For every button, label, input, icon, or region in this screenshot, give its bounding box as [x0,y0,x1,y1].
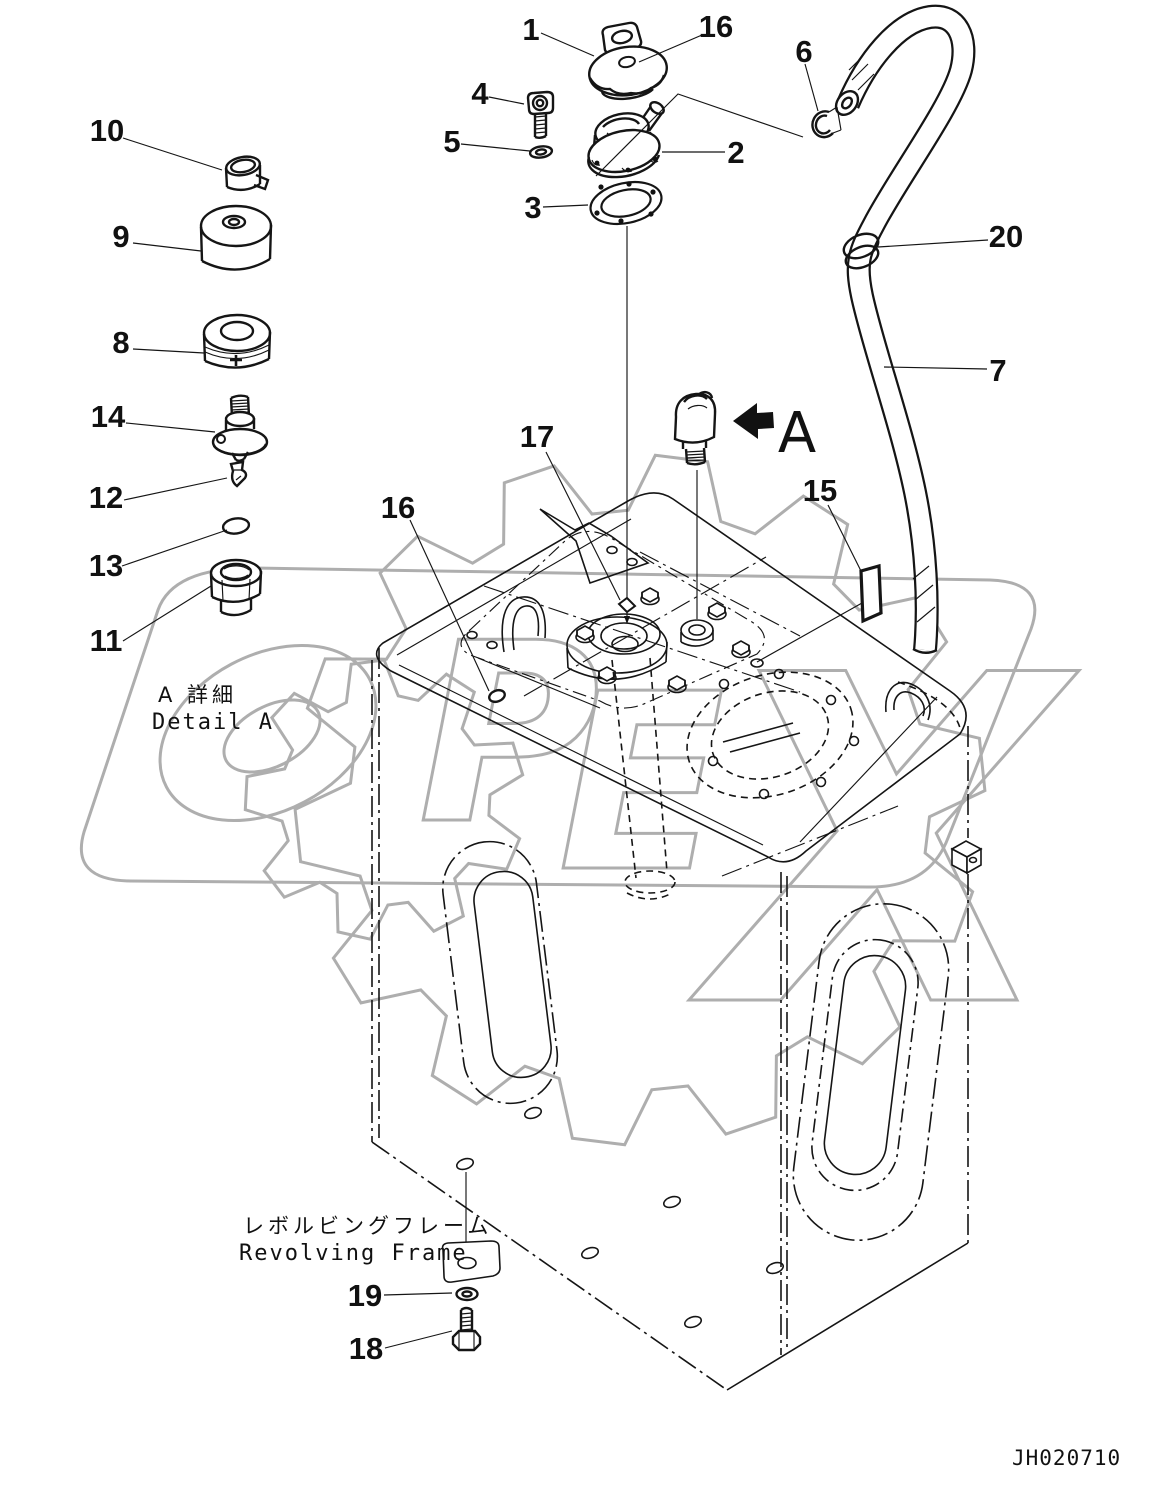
part-washer [528,145,554,159]
plate-bolts [575,587,764,694]
part-gasket [589,180,663,226]
part-frame-washer [455,1286,479,1302]
part-filler-neck [587,100,665,179]
callout-11: 11 [90,623,123,658]
side-fitting [950,840,983,875]
callout-7: 7 [989,353,1006,388]
callout-15: 15 [803,473,837,508]
callout-9: 9 [112,219,129,254]
filler-neck-boss [566,613,668,680]
part-cap-small [224,155,270,192]
drawing-number: JH020710 [1012,1446,1121,1470]
callout-4: 4 [471,76,489,111]
exploded-parts [199,21,774,1352]
opex-watermark: P E X [79,453,1081,1147]
part-oring [221,517,251,535]
mounting-holes [455,1106,785,1329]
section-arrow-icon [733,403,774,439]
callout-16: 16 [699,9,733,44]
callout-12: 12 [89,480,123,515]
key-square [617,596,637,614]
callout-13: 13 [89,548,123,583]
detail-note-jp: A 詳細 [158,683,237,707]
callout-3: 3 [524,190,541,225]
callout-1: 1 [522,12,539,47]
access-cover [686,668,860,800]
breather-boss [680,619,714,647]
watermark-letter-X: X [684,580,1080,1107]
callout-18: 18 [349,1331,383,1366]
watermark-border [79,566,1037,889]
part-breather-valve [673,390,717,466]
callout-6: 6 [795,34,812,69]
callout-19: 19 [348,1278,382,1313]
breather-hose [811,4,976,654]
part-tip [229,460,248,488]
part-ring-element [202,313,272,369]
part-cylinder [199,204,273,271]
watermark-letter-E: E [558,642,725,926]
hose-clamp [811,106,842,139]
callout-5: 5 [443,124,460,159]
frame-note-en: Revolving Frame [239,1241,468,1266]
part-nut [209,558,263,617]
leader-lines [121,32,989,1349]
hose-grommet [842,232,880,270]
watermark-letter-O [158,643,378,823]
callout-2: 2 [727,135,744,170]
detail-note-en: Detail A [152,710,274,735]
watermark-gear-small-icon [243,658,525,941]
notes: A 詳細 Detail A レボルビングフレーム Revolving Frame… [152,683,1121,1470]
part-valve [211,394,269,462]
callout-14: 14 [91,399,126,434]
callout-8: 8 [112,325,129,360]
part-frame-bolt [451,1306,482,1352]
callout-16b: 16 [381,490,415,525]
callout-20: 20 [989,219,1023,254]
callout-labels: 1 16 4 5 2 6 3 20 7 10 9 8 14 12 13 11 1… [89,9,1023,1366]
id-plate [859,563,883,624]
part-filler-cap [588,21,668,101]
small-oring [488,688,506,704]
part-bolt [526,90,555,139]
watermark-letter-P: P [418,591,600,879]
revolving-frame-plate [441,1240,501,1283]
frame-note-jp: レボルビングフレーム [243,1214,492,1238]
tank-body-line-art [371,492,983,1391]
callout-10: 10 [90,113,124,148]
section-marker-A: A [778,401,816,466]
callout-17: 17 [520,419,554,454]
